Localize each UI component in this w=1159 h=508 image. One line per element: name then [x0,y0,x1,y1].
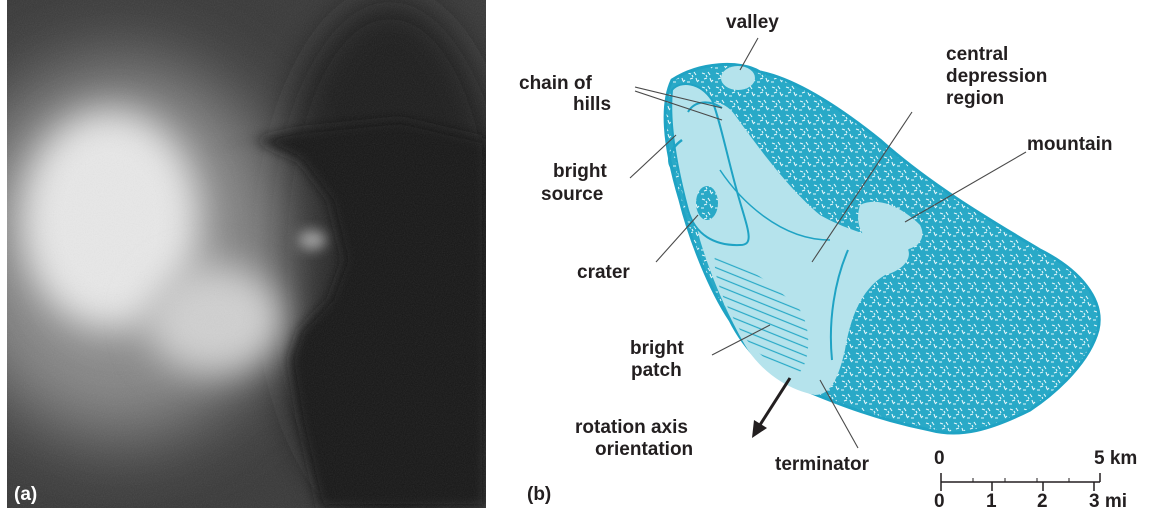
label-bright-patch-1: bright [630,338,684,359]
panel-b-label: (b) [527,484,551,505]
scale-bar: 0 5 km 0 1 2 3 mi [934,448,1137,508]
panel-a-label: (a) [14,484,37,505]
label-bright-patch-2: patch [631,360,682,381]
label-chain-of-hills-2: hills [573,94,611,115]
scale-mi-1: 1 [986,491,997,508]
rotation-axis-arrowhead [752,420,767,438]
label-bright-source-2: source [541,184,603,205]
label-crater: crater [577,262,630,283]
scale-mi-2: 2 [1037,491,1048,508]
panel-a-photo [0,0,510,508]
scale-mi-3: 3 mi [1089,491,1127,508]
label-terminator: terminator [775,454,870,475]
scale-mi-0: 0 [934,491,945,508]
label-mountain: mountain [1027,134,1113,155]
scale-km-max: 5 km [1094,448,1137,469]
rotation-axis-arrow [758,378,790,428]
leader-valley [740,38,758,70]
label-central-2: depression [946,66,1047,87]
crater-mark [696,186,718,220]
photo-grain [7,0,486,508]
label-rotation-2: orientation [595,439,693,460]
scale-km-zero: 0 [934,448,945,469]
label-bright-source-1: bright [553,161,607,182]
label-central-3: region [946,88,1004,109]
valley-mark [721,66,755,90]
label-chain-of-hills-1: chain of [519,73,593,94]
label-valley: valley [726,12,779,33]
label-rotation-1: rotation axis [575,417,688,438]
panel-b-diagram: valley chain of hills central depression… [519,12,1137,508]
label-central-1: central [946,44,1008,65]
